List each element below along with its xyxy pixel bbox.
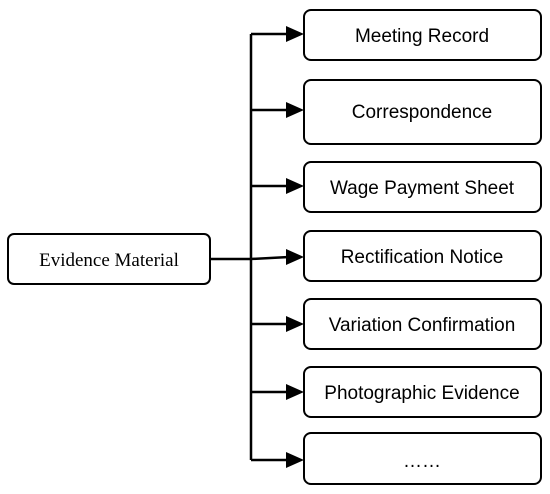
arrowhead-icon (286, 102, 304, 118)
arrowhead-icon (286, 249, 304, 265)
leaf-node-more: …… (251, 432, 542, 485)
arrowhead-icon (286, 452, 304, 468)
leaf-label: …… (403, 451, 441, 472)
leaf-node-rectification-notice: Rectification Notice (250, 230, 542, 282)
arrowhead-icon (286, 178, 304, 194)
arrowhead-icon (286, 26, 304, 42)
leaf-node-variation-confirmation: Variation Confirmation (251, 298, 542, 350)
leaf-label: Correspondence (352, 102, 492, 123)
leaf-node-photographic-evidence: Photographic Evidence (251, 366, 542, 418)
leaf-box (303, 298, 542, 350)
root-label: Evidence Material (39, 250, 179, 271)
leaf-label: Photographic Evidence (324, 383, 519, 404)
leaf-label: Meeting Record (355, 26, 489, 47)
leaf-node-meeting-record: Meeting Record (251, 9, 542, 61)
leaf-box (303, 432, 542, 485)
leaf-label: Wage Payment Sheet (330, 178, 515, 199)
leaf-box (303, 79, 542, 145)
branch-line (250, 255, 290, 261)
root-node: Evidence Material (7, 233, 211, 285)
leaf-node-wage-payment-sheet: Wage Payment Sheet (251, 161, 542, 213)
leaf-box (303, 366, 542, 418)
leaf-box (303, 230, 542, 282)
leaf-node-correspondence: Correspondence (251, 79, 542, 145)
arrowhead-icon (286, 384, 304, 400)
arrowhead-icon (286, 316, 304, 332)
leaf-label: Rectification Notice (341, 247, 504, 268)
root-box (7, 233, 211, 285)
leaf-box (303, 9, 542, 61)
leaf-box (303, 161, 542, 213)
leaf-label: Variation Confirmation (329, 315, 516, 336)
